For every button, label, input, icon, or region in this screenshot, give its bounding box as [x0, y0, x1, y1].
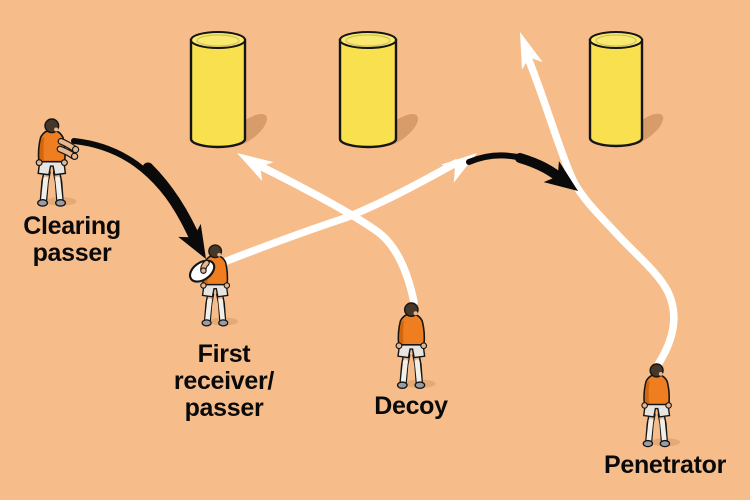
- tackle-bag-2: [338, 31, 419, 149]
- label-penetrator: Penetrator: [603, 451, 727, 479]
- player-clearing-passer: [36, 119, 78, 206]
- tackle-bag-3: [588, 31, 664, 148]
- tackle-bag-1: [189, 31, 268, 149]
- pass-arrow-2: [466, 152, 578, 191]
- label-clearing-passer: Clearing passer: [23, 212, 121, 267]
- run-line-penetrator: [520, 32, 678, 370]
- label-decoy: Decoy: [374, 392, 448, 420]
- run-line-decoy: [237, 153, 418, 306]
- label-first-receiver: First receiver/ passer: [173, 340, 275, 422]
- carrying-arm: [200, 259, 210, 274]
- pass-arrow-1-arrowhead: [178, 223, 206, 259]
- pass-arrow-2-arrowhead: [543, 161, 578, 191]
- player-first-receiver: [188, 245, 238, 326]
- pass-arrow-1: [71, 138, 206, 259]
- extended-arms: [56, 137, 80, 161]
- run-line-decoy-arrowhead: [237, 153, 274, 181]
- run-line-penetrator-arrowhead: [520, 32, 543, 70]
